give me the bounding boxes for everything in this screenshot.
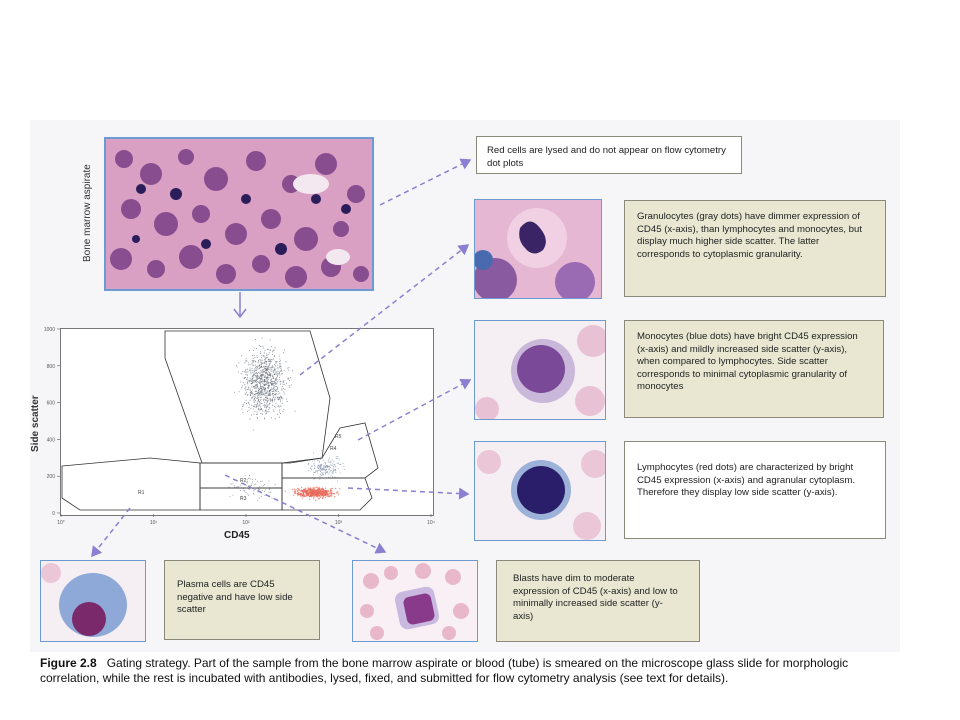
y-tick-label: 1000 (44, 327, 55, 333)
lymphocyte-cells (477, 450, 605, 540)
plasma-cells-note: Plasma cells are CD45 negative and have … (164, 560, 320, 640)
x-tick-label: 10° (57, 520, 65, 526)
x-tick-label: 10¹ (150, 520, 158, 526)
red-cells-text: Red cells are lysed and do not appear on… (487, 145, 726, 169)
granulocyte-image (474, 199, 602, 299)
blasts-note: Blasts have dim to moderate expression o… (496, 560, 700, 642)
granulocytes-note: Granulocytes (gray dots) have dimmer exp… (624, 200, 886, 297)
blast-cells (360, 563, 469, 640)
lymphocytes-note: Lymphocytes (red dots) are characterized… (624, 441, 886, 539)
y-tick-label: 800 (47, 364, 56, 370)
y-tick-label: 200 (47, 474, 56, 480)
arrow-red-cells (379, 158, 472, 206)
plasma-cells-text: Plasma cells are CD45 negative and have … (177, 579, 293, 615)
x-tick-label: 10² (242, 520, 250, 526)
granulocyte-cells (475, 200, 601, 298)
gate-label: R3 (240, 496, 247, 502)
caption-label: Figure 2.8 (40, 656, 97, 670)
blast-dots (228, 474, 276, 502)
blast-image (352, 560, 478, 642)
lymphocyte-dots (284, 486, 341, 501)
granulocyte-dots (234, 337, 296, 431)
dot-plot-frame (60, 328, 434, 516)
gate-plasma (61, 457, 201, 511)
x-axis-label: CD45 (224, 530, 250, 541)
monocyte-dots (307, 449, 345, 482)
y-tick-label: 0 (52, 511, 55, 517)
gate-granulocytes (164, 330, 331, 464)
lymphocyte-image (474, 441, 606, 541)
y-tick-label: 400 (47, 437, 56, 443)
monocytes-note: Monocytes (blue dots) have bright CD45 e… (624, 320, 884, 418)
gate-label: R2 (240, 478, 247, 484)
figure-caption: Figure 2.8 Gating strategy. Part of the … (40, 656, 900, 686)
bone-marrow-aspirate-image (104, 137, 374, 291)
lymphocytes-text: Lymphocytes (red dots) are characterized… (637, 462, 856, 498)
gate-label: R1 (138, 490, 145, 496)
gate-label: R5 (335, 434, 342, 440)
caption-text: Gating strategy. Part of the sample from… (40, 656, 849, 685)
arrow-monocytes (357, 378, 472, 441)
monocytes-text: Monocytes (blue dots) have bright CD45 e… (637, 331, 858, 392)
arrow-plasma (91, 507, 131, 558)
bone-marrow-cells (106, 139, 372, 289)
arrow-granulocytes (299, 244, 470, 376)
plasma-cells (41, 563, 127, 637)
x-tick-label: 10³ (335, 520, 343, 526)
plasma-cell-image (40, 560, 146, 642)
x-tick-label: 10⁴ (427, 520, 435, 526)
y-tick-label: 600 (47, 401, 56, 407)
arrow-lymphocytes (347, 487, 470, 500)
red-cells-note: Red cells are lysed and do not appear on… (476, 136, 742, 174)
down-arrow (233, 292, 247, 319)
blasts-text: Blasts have dim to moderate expression o… (513, 573, 678, 622)
arrow-blasts (224, 474, 387, 554)
monocyte-cells (475, 325, 605, 419)
monocyte-image (474, 320, 606, 420)
gate-label: R4 (330, 446, 337, 452)
granulocytes-text: Granulocytes (gray dots) have dimmer exp… (637, 211, 863, 260)
